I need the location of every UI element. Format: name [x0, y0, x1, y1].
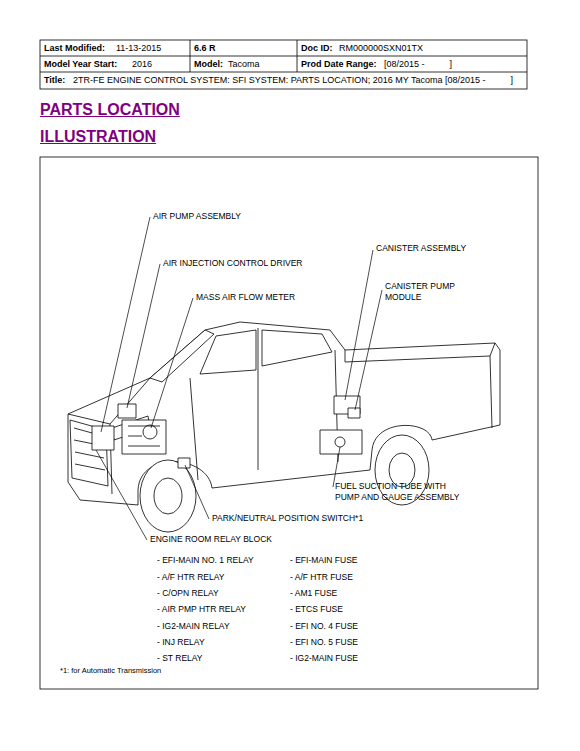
- field-name: Prod Date Range:: [301, 59, 377, 70]
- part-label: AIR INJECTION CONTROL DRIVER: [163, 258, 302, 269]
- relay-fuse-item: - C/OPN RELAY: [157, 588, 219, 599]
- part-label: AIR PUMP ASSEMBLY: [153, 211, 241, 222]
- leader-line: [101, 217, 150, 432]
- rear-window: [262, 330, 332, 366]
- header-table: [40, 40, 527, 89]
- part-label: MASS AIR FLOW METER: [196, 292, 295, 303]
- fuel-pump: [335, 437, 345, 447]
- field-value: 2016: [132, 59, 152, 70]
- truck-body: [68, 322, 500, 505]
- table-rule: [297, 40, 298, 72]
- leader-line: [151, 298, 193, 428]
- relay-fuse-item: - ETCS FUSE: [290, 604, 343, 615]
- field-value: Tacoma: [228, 59, 260, 70]
- field-value: 11-13-2015: [116, 43, 161, 54]
- leader-line: [355, 290, 382, 410]
- relay-fuse-item: - IG2-MAIN FUSE: [290, 653, 358, 664]
- illustration-frame: [40, 157, 538, 689]
- relay-fuse-item: - EFI-MAIN NO. 1 RELAY: [157, 555, 254, 566]
- table-rule: [40, 72, 527, 73]
- field-value: RM000000SXN01TX: [339, 43, 423, 54]
- mass-air-flow-meter: [143, 425, 157, 439]
- relay-fuse-item: - AIR PMP HTR RELAY: [157, 604, 246, 615]
- relay-fuse-item: - EFI-MAIN FUSE: [290, 555, 358, 566]
- relay-fuse-item: - A/F HTR FUSE: [290, 572, 353, 583]
- windshield-pillar: [150, 330, 214, 382]
- part-label: CANISTER PUMP MODULE: [385, 281, 467, 302]
- engine-block: [122, 420, 166, 454]
- air-pump: [92, 426, 114, 450]
- leader-line: [96, 450, 147, 540]
- leader-line: [345, 250, 373, 400]
- relay-fuse-item: - ST RELAY: [157, 653, 203, 664]
- footnote: *1: for Automatic Transmission: [60, 666, 161, 675]
- engine-detail: [128, 426, 160, 446]
- relay-fuse-item: - EFI NO. 5 FUSE: [290, 637, 358, 648]
- field-value: 2TR-FE ENGINE CONTROL SYSTEM: SFI SYSTEM…: [73, 75, 513, 86]
- field-value: 6.6 R: [194, 43, 216, 54]
- canister-pump-module: [348, 408, 360, 418]
- page-heading: PARTS LOCATION: [40, 100, 180, 120]
- part-label: CANISTER ASSEMBLY: [376, 243, 466, 254]
- field-name: Model Year Start:: [44, 59, 117, 70]
- field-name: Last Modified:: [44, 43, 105, 54]
- leader-line: [127, 264, 160, 408]
- relay-fuse-item: - EFI NO. 4 FUSE: [290, 621, 358, 632]
- park-neutral-switch: [178, 458, 190, 468]
- bed-rail: [345, 343, 495, 362]
- field-value: [08/2015 - ]: [384, 59, 452, 70]
- part-label: PARK/NEUTRAL POSITION SWITCH*1: [212, 513, 363, 524]
- field-name: Title:: [44, 75, 65, 86]
- table-rule: [40, 56, 527, 57]
- front-window: [200, 330, 256, 374]
- relay-fuse-item: - INJ RELAY: [157, 637, 205, 648]
- leader-line: [185, 465, 209, 519]
- part-label: FUEL SUCTION TUBE WITH PUMP AND GAUGE AS…: [335, 481, 465, 502]
- fuel-tank: [320, 430, 362, 454]
- field-name: Model:: [194, 59, 223, 70]
- relay-fuse-item: - AM1 FUSE: [290, 588, 337, 599]
- hood-edge: [68, 378, 150, 424]
- air-injection-driver: [118, 404, 136, 418]
- field-name: Doc ID:: [301, 43, 333, 54]
- relay-fuse-item: - A/F HTR RELAY: [157, 572, 224, 583]
- part-label: ENGINE ROOM RELAY BLOCK: [150, 534, 272, 545]
- relay-fuse-item: - IG2-MAIN RELAY: [157, 621, 230, 632]
- table-rule: [190, 40, 191, 72]
- section-heading: ILLUSTRATION: [40, 127, 156, 147]
- door-line: [190, 328, 338, 480]
- wheel-hub: [154, 478, 182, 514]
- tailgate-edge: [490, 356, 492, 428]
